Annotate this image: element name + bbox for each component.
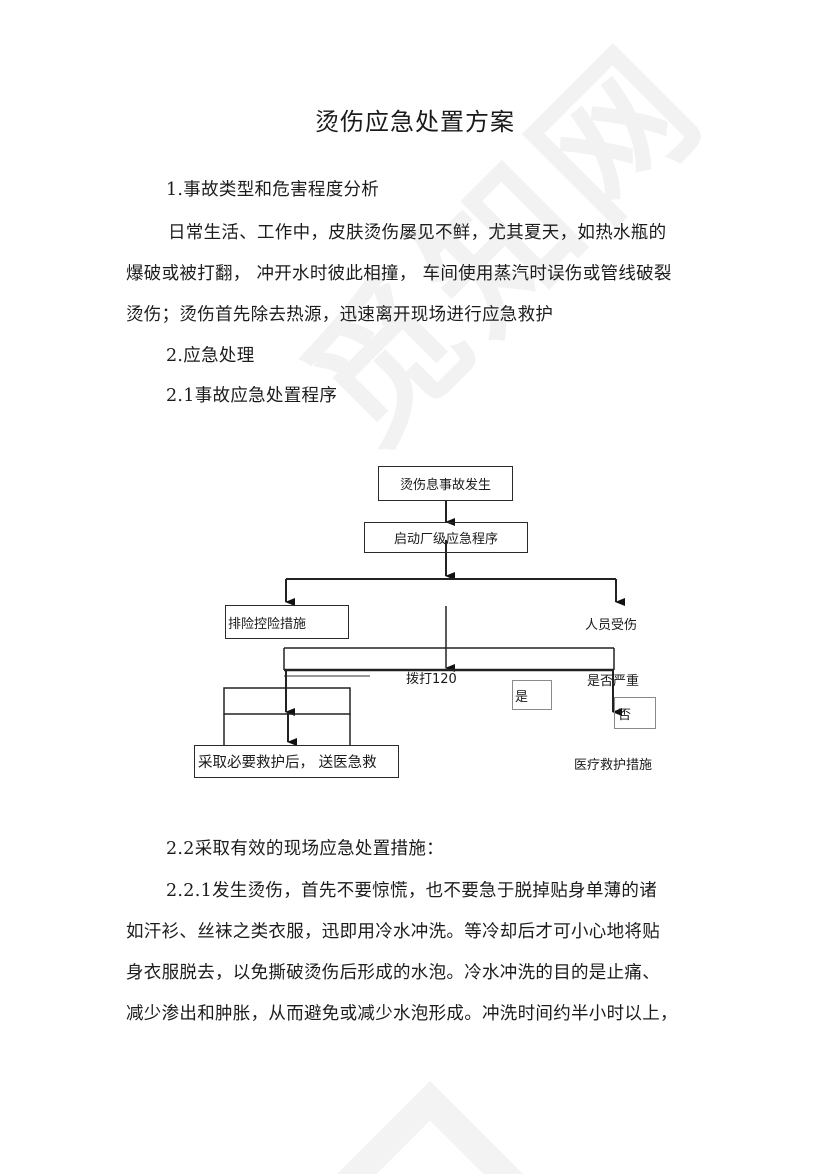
flow-node-send-hospital-label: 采取必要救护后， 送医急救 (198, 755, 377, 771)
section-2-2-1-line-3: 身衣服脱去，以免撕破烫伤后形成的水泡。冷水冲洗的目的是止痛、 (126, 963, 660, 983)
section-1-paragraph-line-2: 爆破或被打翻， 冲开水时彼此相撞， 车间使用蒸汽时误伤或管线破裂 (126, 264, 672, 284)
section-2-1-heading: 2.1事故应急处置程序 (166, 386, 338, 406)
section-2-heading: 2.应急处理 (166, 346, 255, 366)
flow-node-accident-label: 烫伤息事故发生 (399, 478, 491, 493)
section-2-2-heading: 2.2采取有效的现场应急处置措施： (166, 839, 444, 859)
flow-node-accident: 烫伤息事故发生 (378, 466, 513, 501)
flow-node-no: 否 (614, 697, 656, 729)
section-1-paragraph-line-3: 烫伤；烫伤首先除去热源，迅速离开现场进行应急救护 (126, 305, 554, 325)
flow-node-call-120: 拨打120 (406, 672, 457, 687)
flow-node-yes-label: 是 (515, 689, 529, 705)
section-2-2-1-line-2: 如汗衫、丝袜之类衣服，迅即用冷水冲洗。等冷却后才可小心地将贴 (126, 922, 660, 942)
section-1-paragraph-line-1: 日常生活、工作中，皮肤烫伤屡见不鲜，尤其夏天，如热水瓶的 (168, 223, 667, 243)
flow-node-start-procedure: 启动厂级应急程序 (364, 522, 528, 553)
flow-node-hazard-control: 排险控险措施 (225, 605, 349, 639)
section-2-2-1-line-4: 减少渗出和肿胀，从而避免或减少水泡形成。冲洗时间约半小时以上， (126, 1004, 678, 1024)
section-1-heading: 1.事故类型和危害程度分析 (166, 180, 380, 200)
flow-node-send-hospital: 采取必要救护后， 送医急救 (194, 745, 399, 778)
section-2-2-1-line-1: 2.2.1发生烫伤，首先不要惊慌，也不要急于脱掉贴身单薄的诸 (166, 881, 658, 901)
page-title: 烫伤应急处置方案 (315, 108, 515, 136)
flow-node-start-procedure-label: 启动厂级应急程序 (393, 532, 498, 547)
flow-node-is-serious: 是否严重 (587, 674, 640, 689)
flow-node-hazard-control-label: 排险控险措施 (228, 616, 307, 632)
watermark-logo-icon (331, 1081, 529, 1174)
flow-node-yes: 是 (512, 680, 552, 710)
flow-node-medical-measures: 医疗救护措施 (574, 758, 653, 773)
flow-node-no-label: 否 (618, 707, 632, 723)
flow-node-injured: 人员受伤 (585, 618, 638, 633)
